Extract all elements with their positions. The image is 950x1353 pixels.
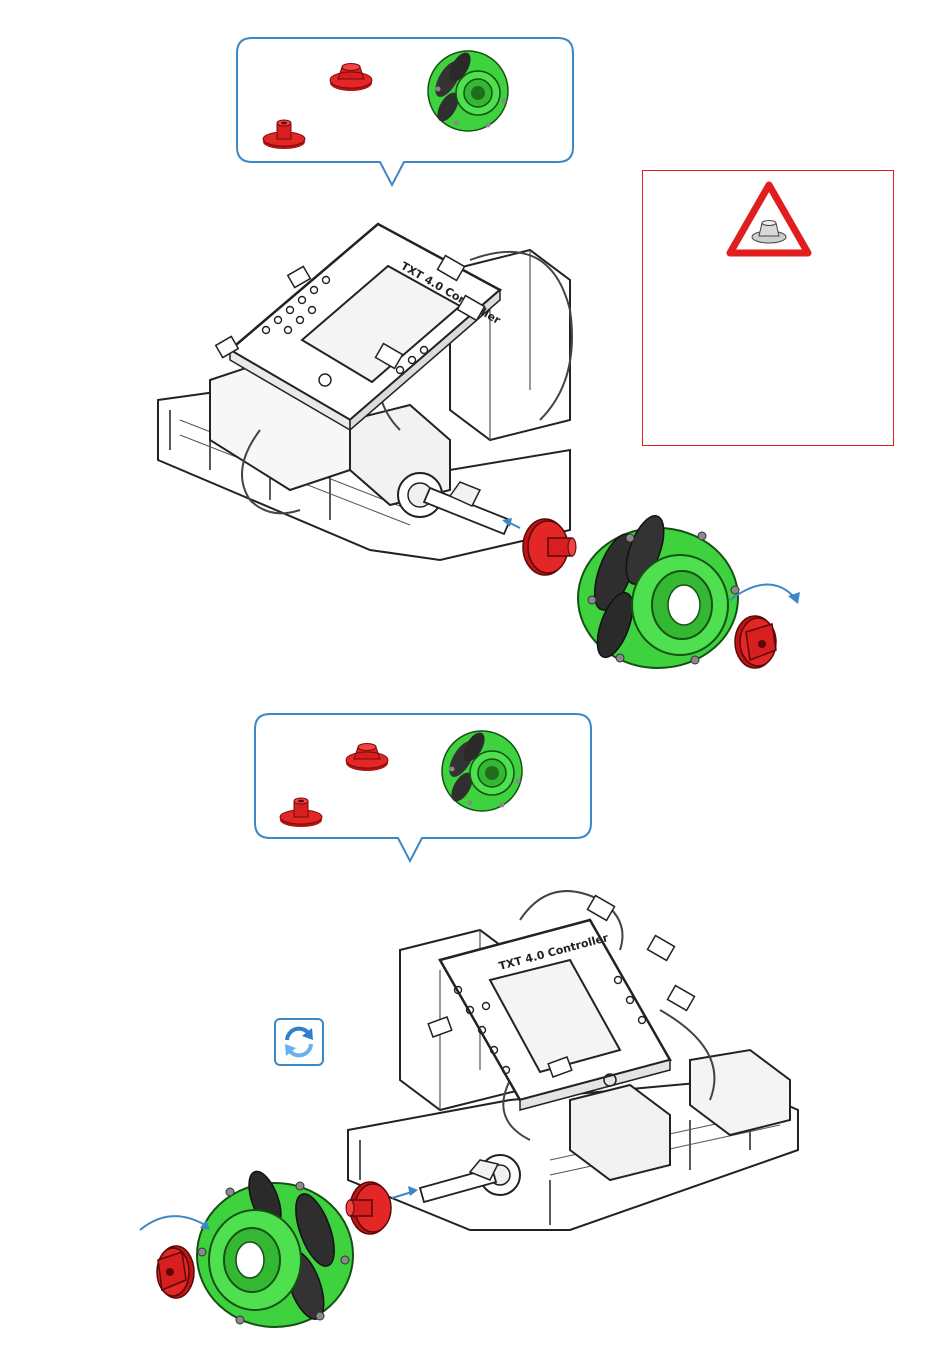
- mecanum-wheel-top: [578, 511, 739, 668]
- red-hub-nut-top: [735, 616, 776, 668]
- assembly-illustration-bottom: TXT 4.0 Controller: [130, 880, 810, 1340]
- red-hub-collet-icon: [261, 117, 307, 151]
- parts-callout-top: [236, 37, 574, 189]
- assembly-illustration-top: TXT 4.0 Controller: [150, 220, 810, 680]
- parts-callout-bottom: [254, 713, 592, 865]
- rotate-clockwise-arrow: [730, 584, 800, 604]
- rotate-counter-clockwise-arrow: [140, 1216, 210, 1230]
- red-hub-collet-bottom: [346, 1182, 391, 1234]
- mecanum-wheel-bottom: [197, 1167, 353, 1327]
- red-hub-nut-icon: [328, 61, 374, 93]
- mecanum-wheel-icon: [440, 729, 524, 813]
- mecanum-wheel-icon: [426, 49, 510, 133]
- red-hub-nut-bottom: [157, 1246, 194, 1298]
- red-hub-collet-icon: [278, 795, 324, 829]
- red-hub-nut-icon: [344, 741, 390, 773]
